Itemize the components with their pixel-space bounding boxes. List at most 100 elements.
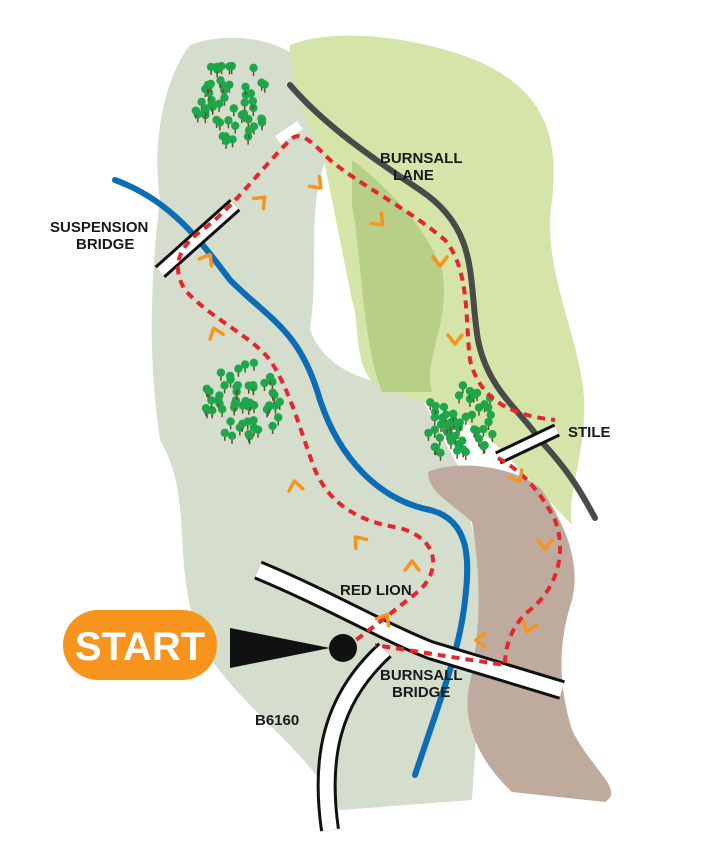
direction-arrow-icon bbox=[208, 326, 226, 341]
tree-icon bbox=[436, 420, 446, 433]
tree-icon bbox=[249, 358, 259, 371]
tree-icon bbox=[206, 62, 216, 75]
tree-icon bbox=[436, 448, 445, 461]
direction-arrow-icon bbox=[431, 255, 449, 268]
tree-icon bbox=[249, 122, 259, 135]
tree-icon bbox=[238, 419, 247, 432]
tree-icon bbox=[249, 63, 258, 76]
tree-icon bbox=[228, 135, 237, 148]
tree-icon bbox=[454, 391, 464, 404]
tree-icon bbox=[260, 378, 269, 392]
direction-arrow-icon bbox=[521, 619, 539, 634]
tree-icon bbox=[446, 436, 456, 450]
tree-icon bbox=[435, 433, 445, 446]
tree-icon bbox=[253, 425, 263, 438]
tree-icon bbox=[430, 425, 439, 438]
meadow-dark-area bbox=[352, 160, 445, 392]
direction-arrow-icon bbox=[507, 468, 524, 484]
tree-icon bbox=[271, 401, 280, 414]
tree-icon bbox=[240, 360, 250, 373]
river bbox=[112, 177, 471, 778]
direction-arrow-icon bbox=[403, 559, 421, 572]
tree-icon bbox=[265, 372, 275, 386]
tree-icon bbox=[484, 417, 493, 431]
tree-icon bbox=[248, 96, 257, 110]
label-stile: STILE bbox=[568, 424, 611, 441]
tree-icon bbox=[243, 132, 253, 145]
tree-icon bbox=[257, 78, 266, 91]
tree-icon bbox=[216, 368, 226, 381]
tree-icon bbox=[230, 121, 240, 134]
tree-icon bbox=[265, 401, 274, 414]
direction-arrow-icon bbox=[369, 211, 385, 227]
tree-icon bbox=[216, 76, 225, 89]
tree-icon bbox=[207, 99, 217, 112]
tree-icon bbox=[226, 417, 235, 430]
tree-icon bbox=[225, 80, 234, 93]
tree-icon bbox=[461, 412, 471, 425]
tree-icon bbox=[202, 384, 211, 397]
tree-icon bbox=[249, 401, 259, 414]
direction-arrow-icon bbox=[251, 195, 267, 211]
burnsall-lane-road bbox=[287, 82, 598, 521]
tree-clusters bbox=[191, 61, 497, 461]
tree-icon bbox=[215, 118, 225, 131]
suspension-bridge bbox=[154, 199, 241, 278]
start-marker: START bbox=[63, 610, 357, 680]
direction-arrow-icon bbox=[353, 535, 369, 551]
tree-icon bbox=[430, 413, 440, 426]
tree-icon bbox=[455, 418, 464, 431]
tree-icon bbox=[470, 425, 479, 438]
tree-icon bbox=[224, 116, 233, 129]
direction-arrow-icon bbox=[197, 252, 214, 268]
tree-icon bbox=[237, 110, 247, 123]
tree-icon bbox=[203, 80, 213, 93]
tree-icon bbox=[201, 404, 211, 417]
tree-icon bbox=[268, 421, 277, 435]
stile-crossing bbox=[494, 423, 561, 465]
tree-icon bbox=[458, 381, 468, 394]
tree-icon bbox=[479, 441, 488, 454]
tree-icon bbox=[226, 375, 235, 388]
tree-icon bbox=[431, 443, 440, 456]
direction-arrow-icon bbox=[374, 612, 391, 628]
label-b6160: B6160 bbox=[255, 712, 299, 729]
tree-icon bbox=[244, 430, 253, 443]
tree-icon bbox=[459, 445, 468, 458]
tree-icon bbox=[233, 381, 242, 394]
tree-icon bbox=[441, 410, 451, 423]
tree-icon bbox=[257, 118, 267, 131]
label-red-lion: RED LION bbox=[340, 582, 412, 599]
start-badge bbox=[63, 610, 217, 680]
woodland-area bbox=[151, 37, 486, 811]
lane-gate bbox=[275, 120, 303, 145]
tree-icon bbox=[227, 431, 237, 444]
start-point-dot bbox=[329, 634, 357, 662]
tree-icon bbox=[214, 395, 223, 408]
tree-icon bbox=[207, 396, 216, 409]
tree-icon bbox=[274, 413, 283, 426]
main-roads bbox=[254, 560, 565, 832]
direction-arrow-icon bbox=[307, 174, 323, 190]
tree-icon bbox=[201, 104, 211, 117]
direction-arrow-icon bbox=[287, 479, 305, 493]
tree-icon bbox=[449, 409, 458, 422]
tree-icon bbox=[244, 115, 253, 128]
tree-icon bbox=[234, 364, 243, 377]
tree-icon bbox=[268, 388, 277, 401]
tree-icon bbox=[220, 93, 229, 106]
tree-icon bbox=[191, 106, 201, 119]
tree-icon bbox=[240, 98, 249, 111]
tree-icon bbox=[225, 62, 234, 75]
start-pointer-icon bbox=[230, 628, 330, 668]
tree-icon bbox=[217, 61, 226, 75]
tree-icon bbox=[230, 399, 239, 413]
tree-icon bbox=[217, 404, 227, 418]
tree-icon bbox=[488, 429, 497, 443]
direction-arrows bbox=[197, 174, 554, 649]
tree-icon bbox=[474, 434, 484, 447]
start-label: START bbox=[75, 625, 205, 669]
